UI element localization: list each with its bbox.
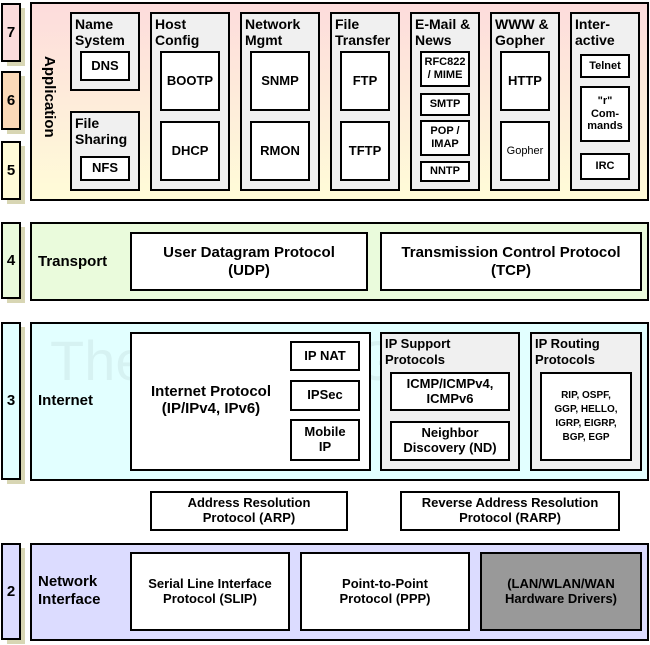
protocol-routing-list: RIP, OSPF, GGP, HELLO, IGRP, EIGRP, BGP,… xyxy=(540,372,632,461)
network-interface-label: Network Interface xyxy=(38,573,101,608)
protocol-gopher: Gopher xyxy=(500,121,550,181)
protocol-irc: IRC xyxy=(580,153,630,180)
layer-3-box: 3 xyxy=(1,322,21,480)
layer-5-box: 5 xyxy=(1,141,21,200)
protocol-icmp: ICMP/ICMPv4, ICMPv6 xyxy=(390,372,510,411)
protocol-http: HTTP xyxy=(500,51,550,111)
protocol-arp: Address Resolution Protocol (ARP) xyxy=(150,491,348,531)
hardware-drivers: (LAN/WLAN/WAN Hardware Drivers) xyxy=(480,552,642,631)
protocol-rmon: RMON xyxy=(250,121,310,181)
layer-number: 2 xyxy=(6,582,16,600)
protocol-rarp: Reverse Address Resolution Protocol (RAR… xyxy=(400,491,620,531)
protocol-nfs: NFS xyxy=(80,156,130,181)
layer-number: 3 xyxy=(6,392,16,410)
application-label: Application xyxy=(41,56,58,138)
protocol-ftp: FTP xyxy=(340,51,390,111)
protocol-snmp: SNMP xyxy=(250,51,310,111)
layer-number: 4 xyxy=(6,251,16,269)
layer-number: 6 xyxy=(6,91,16,109)
layer-number: 7 xyxy=(6,23,16,41)
layer-4-box: 4 xyxy=(1,222,21,299)
protocol-telnet: Telnet xyxy=(580,54,630,78)
protocol-dns: DNS xyxy=(80,51,130,81)
protocol-tcp: Transmission Control Protocol (TCP) xyxy=(380,232,642,291)
protocol-nntp: NNTP xyxy=(420,161,470,182)
protocol-ppp: Point-to-Point Protocol (PPP) xyxy=(300,552,470,631)
protocol-dhcp: DHCP xyxy=(160,121,220,181)
protocol-tftp: TFTP xyxy=(340,121,390,181)
protocol-smtp: SMTP xyxy=(420,93,470,116)
layer-6-box: 6 xyxy=(1,71,21,130)
protocol-udp: User Datagram Protocol (UDP) xyxy=(130,232,368,291)
layer-2-box: 2 xyxy=(1,543,21,640)
protocol-slip: Serial Line Interface Protocol (SLIP) xyxy=(130,552,290,631)
internet-label: Internet xyxy=(38,392,94,409)
transport-label: Transport xyxy=(38,253,108,271)
protocol-ip: Internet Protocol (IP/IPv4, IPv6) xyxy=(150,382,271,417)
protocol-r-commands: "r" Com-mands xyxy=(580,86,630,142)
protocol-bootp: BOOTP xyxy=(160,51,220,111)
protocol-ip-nat: IP NAT xyxy=(290,341,360,371)
layer-number: 5 xyxy=(6,161,16,179)
protocol-mobile-ip: Mobile IP xyxy=(290,419,360,461)
layer-7-box: 7 xyxy=(1,3,21,62)
protocol-nd: Neighbor Discovery (ND) xyxy=(390,421,510,461)
protocol-pop-imap: POP / IMAP xyxy=(420,120,470,156)
protocol-rfc822-mime: RFC822 / MIME xyxy=(420,51,470,87)
protocol-ipsec: IPSec xyxy=(290,380,360,411)
